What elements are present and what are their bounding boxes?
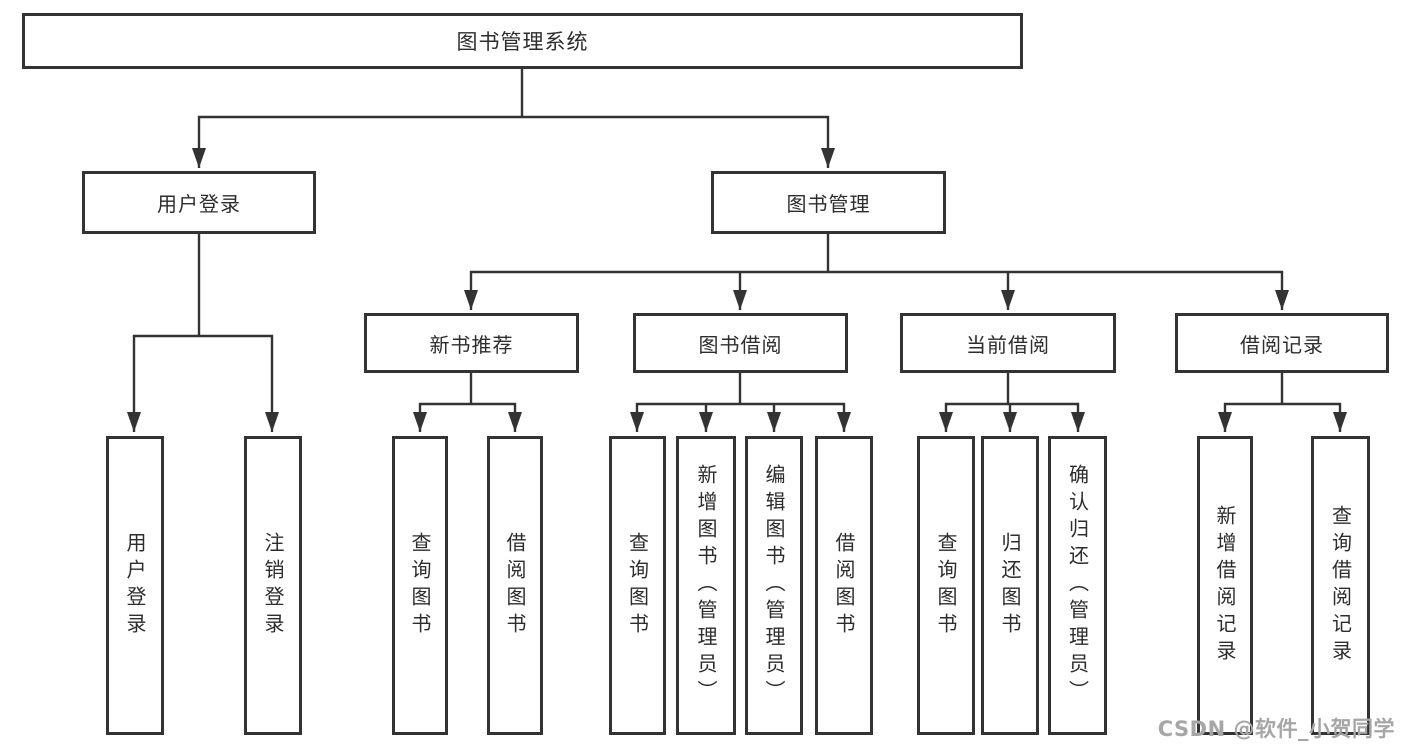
leaf-add-books-admin: 新增图书（管理员） xyxy=(676,436,736,735)
node-label: 图书管理系统 xyxy=(456,30,589,54)
node-book-management: 图书管理 xyxy=(711,171,946,234)
leaf-edit-books-admin: 编辑图书（管理员） xyxy=(745,436,803,735)
leaf-label: 查询图书 xyxy=(625,531,650,640)
leaf-borrow-books-borrowing: 借阅图书 xyxy=(815,436,873,735)
leaf-label: 查询图书 xyxy=(934,531,958,640)
node-label: 图书管理 xyxy=(786,192,871,216)
node-book-borrowing: 图书借阅 xyxy=(633,313,848,373)
leaf-return-books: 归还图书 xyxy=(981,436,1039,735)
node-label: 当前借阅 xyxy=(966,332,1050,357)
leaf-label: 查询借阅记录 xyxy=(1328,504,1353,667)
leaf-label: 新增借阅记录 xyxy=(1213,504,1237,667)
leaf-query-books-borrowing: 查询图书 xyxy=(609,436,666,735)
leaf-add-borrow-record: 新增借阅记录 xyxy=(1197,436,1253,735)
leaf-label: 编辑图书（管理员） xyxy=(762,464,786,707)
leaf-user-login: 用户登录 xyxy=(106,436,164,735)
node-label: 借阅记录 xyxy=(1240,332,1324,357)
leaf-label: 归还图书 xyxy=(998,531,1022,640)
leaf-query-books-newbook: 查询图书 xyxy=(392,436,448,735)
leaf-label: 借阅图书 xyxy=(503,531,527,640)
node-label: 用户登录 xyxy=(157,192,241,216)
leaf-label: 新增图书（管理员） xyxy=(694,464,718,707)
leaf-label: 确认归还（管理员） xyxy=(1065,464,1090,707)
node-user-login: 用户登录 xyxy=(82,171,316,234)
leaf-query-borrow-record: 查询借阅记录 xyxy=(1311,436,1370,735)
node-label: 新书推荐 xyxy=(429,332,514,357)
leaf-borrow-books-newbook: 借阅图书 xyxy=(487,436,543,735)
leaf-label: 注销登录 xyxy=(261,531,285,640)
node-label: 图书借阅 xyxy=(698,332,783,357)
node-library-management-system: 图书管理系统 xyxy=(22,13,1023,69)
leaf-query-books-current: 查询图书 xyxy=(917,436,975,735)
leaf-label: 查询图书 xyxy=(408,531,432,640)
leaf-confirm-return-admin: 确认归还（管理员） xyxy=(1048,436,1107,735)
node-borrowing-records: 借阅记录 xyxy=(1175,313,1389,373)
leaf-label: 借阅图书 xyxy=(832,531,856,640)
leaf-label: 用户登录 xyxy=(123,531,147,640)
csdn-watermark: CSDN @软件_小贺同学 xyxy=(1157,717,1395,741)
node-new-book-recommendation: 新书推荐 xyxy=(364,313,579,373)
node-current-borrowing: 当前借阅 xyxy=(900,313,1116,373)
leaf-logout: 注销登录 xyxy=(244,436,302,735)
